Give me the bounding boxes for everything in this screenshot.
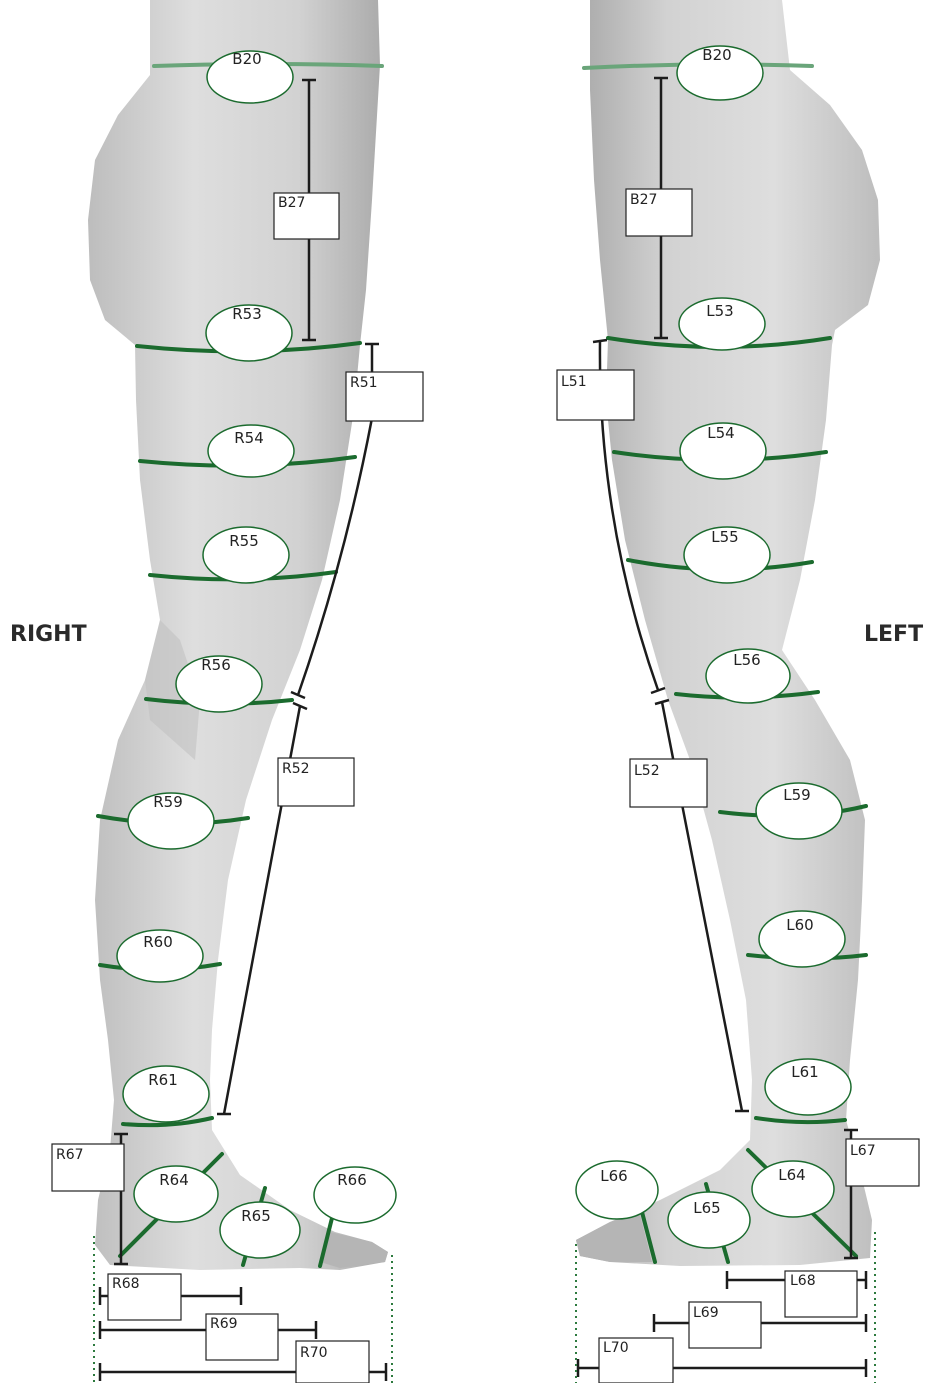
label-l51: L51 [557, 370, 634, 420]
label-l60: L60 [759, 911, 845, 967]
label-l70: L70 [599, 1338, 673, 1383]
label-r70: R70 [296, 1341, 369, 1383]
svg-text:R55: R55 [229, 532, 259, 550]
svg-text:B20: B20 [232, 50, 261, 68]
svg-text:R59: R59 [153, 793, 183, 811]
label-b27-left: B27 [626, 189, 692, 236]
svg-text:R52: R52 [282, 761, 310, 777]
svg-text:R51: R51 [350, 375, 378, 391]
svg-text:R65: R65 [241, 1207, 271, 1225]
svg-text:L52: L52 [634, 763, 660, 779]
svg-text:L60: L60 [786, 916, 813, 934]
label-r60: R60 [117, 930, 203, 982]
svg-text:B20: B20 [702, 46, 731, 64]
svg-text:R61: R61 [148, 1071, 178, 1089]
svg-text:R53: R53 [232, 305, 262, 323]
svg-text:R69: R69 [210, 1316, 238, 1332]
label-r59: R59 [128, 793, 214, 849]
label-l61: L61 [765, 1059, 851, 1115]
label-r51: R51 [346, 372, 423, 421]
svg-text:L59: L59 [783, 786, 810, 804]
svg-text:L68: L68 [790, 1273, 816, 1289]
label-l56: L56 [706, 649, 790, 703]
label-b20-right: B20 [207, 50, 293, 103]
label-l67: L67 [846, 1139, 919, 1186]
svg-text:L54: L54 [707, 424, 734, 442]
label-l52: L52 [630, 759, 707, 807]
label-l66: L66 [576, 1161, 658, 1219]
left-side-label: LEFT [864, 622, 923, 647]
label-r53: R53 [206, 305, 292, 361]
left-foot-toes [576, 1215, 652, 1262]
svg-text:L56: L56 [733, 651, 760, 669]
svg-text:L70: L70 [603, 1340, 629, 1356]
label-r68: R68 [108, 1274, 181, 1320]
label-r67: R67 [52, 1144, 124, 1191]
svg-text:L64: L64 [778, 1166, 805, 1184]
svg-text:L67: L67 [850, 1143, 876, 1159]
label-l65: L65 [668, 1192, 750, 1248]
label-r69: R69 [206, 1314, 278, 1360]
label-r56: R56 [176, 656, 262, 712]
label-r64: R64 [134, 1166, 218, 1222]
svg-text:L66: L66 [600, 1167, 627, 1185]
label-r54: R54 [208, 425, 294, 477]
svg-text:B27: B27 [278, 195, 305, 211]
svg-text:R68: R68 [112, 1276, 140, 1292]
svg-text:L69: L69 [693, 1305, 719, 1321]
svg-text:R56: R56 [201, 656, 231, 674]
label-l64: L64 [752, 1161, 834, 1217]
label-l68: L68 [785, 1271, 857, 1317]
label-b20-left: B20 [677, 46, 763, 100]
svg-text:R64: R64 [159, 1171, 189, 1189]
svg-text:B27: B27 [630, 192, 657, 208]
label-l69: L69 [689, 1302, 761, 1348]
label-r61: R61 [123, 1066, 209, 1122]
label-r55: R55 [203, 527, 289, 583]
svg-text:L51: L51 [561, 374, 587, 390]
svg-text:R70: R70 [300, 1345, 328, 1361]
svg-text:R67: R67 [56, 1147, 84, 1163]
right-side-label: RIGHT [10, 622, 87, 647]
label-l55: L55 [684, 527, 770, 583]
label-r65: R65 [220, 1202, 300, 1258]
svg-text:L53: L53 [706, 302, 733, 320]
label-l59: L59 [756, 783, 842, 839]
label-l53: L53 [679, 298, 765, 350]
svg-text:R54: R54 [234, 429, 264, 447]
label-l54: L54 [680, 423, 766, 479]
label-b27-right: B27 [274, 193, 339, 239]
svg-text:L61: L61 [791, 1063, 818, 1081]
label-r52: R52 [278, 758, 354, 806]
svg-text:R60: R60 [143, 933, 173, 951]
label-r66: R66 [314, 1167, 396, 1223]
svg-text:R66: R66 [337, 1171, 367, 1189]
svg-text:L65: L65 [693, 1199, 720, 1217]
svg-text:L55: L55 [711, 528, 738, 546]
